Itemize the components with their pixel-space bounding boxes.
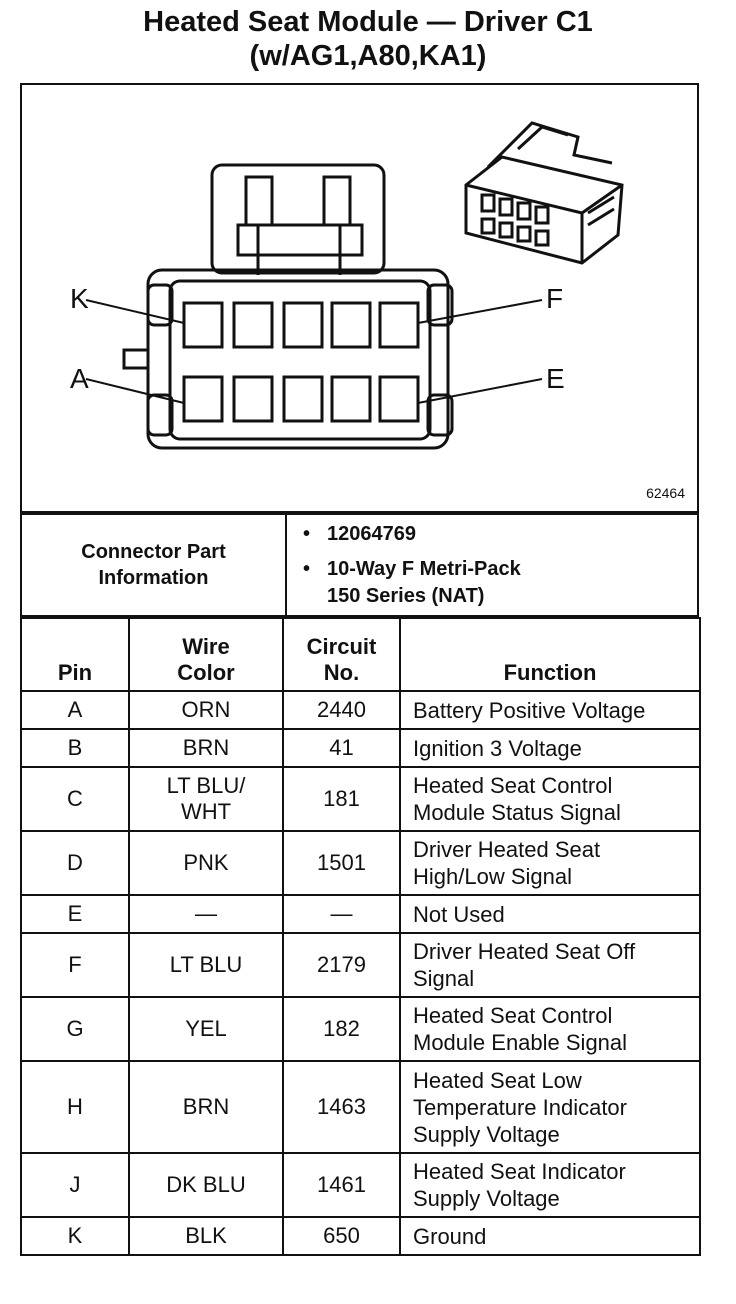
pin-cell: A <box>20 690 130 730</box>
circuit-cell: 41 <box>282 728 401 768</box>
pin-label-k: K <box>70 283 89 314</box>
pin-cell: K <box>20 1216 130 1256</box>
wire-color-cell: YEL <box>128 996 284 1062</box>
circuit-cell: 650 <box>282 1216 401 1256</box>
wire-color-cell: LT BLU <box>128 932 284 998</box>
header-function: Function <box>399 617 701 692</box>
pin-cell: D <box>20 830 130 896</box>
connector-drawing <box>85 121 624 450</box>
function-cell: Not Used <box>399 894 701 934</box>
wire-color-cell: BLK <box>128 1216 284 1256</box>
pin-label-f: F <box>546 283 564 314</box>
function-cell: Battery Positive Voltage <box>399 690 701 730</box>
wire-color-cell: BRN <box>128 728 284 768</box>
circuit-cell: 2440 <box>282 690 401 730</box>
circuit-cell: — <box>282 894 401 934</box>
pin-row: E——Not Used <box>20 894 701 934</box>
header-pin: Pin <box>20 617 130 692</box>
figure-number: 62464 <box>646 485 685 501</box>
pin-label-a: A <box>70 363 89 394</box>
pin-cell: J <box>20 1152 130 1218</box>
connector-info-values: 12064769 10-Way F Metri-Pack 150 Series … <box>285 513 699 617</box>
wire-color-cell: — <box>128 894 284 934</box>
circuit-cell: 1461 <box>282 1152 401 1218</box>
pin-cell: C <box>20 766 130 832</box>
connector-info-label: Connector Part Information <box>20 513 287 617</box>
connector-series: 150 Series (NAT) <box>327 584 485 607</box>
wire-color-cell: DK BLU <box>128 1152 284 1218</box>
connector-info-table: Connector Part Information 12064769 10-W… <box>20 513 699 617</box>
pin-label-e: E <box>546 363 565 394</box>
connector-description: 10-Way F Metri-Pack <box>303 556 696 583</box>
connector-diagram: K F A E 62464 <box>20 83 699 513</box>
pin-cell: G <box>20 996 130 1062</box>
part-number: 12064769 <box>303 521 696 548</box>
pin-cell: F <box>20 932 130 998</box>
circuit-cell: 181 <box>282 766 401 832</box>
circuit-cell: 1463 <box>282 1060 401 1154</box>
function-cell: Ignition 3 Voltage <box>399 728 701 768</box>
pin-cell: E <box>20 894 130 934</box>
wire-color-cell: ORN <box>128 690 284 730</box>
pin-cell: B <box>20 728 130 768</box>
title-line-1: Heated Seat Module — Driver C1 <box>143 6 593 38</box>
wire-color-cell: BRN <box>128 1060 284 1154</box>
pin-cell: H <box>20 1060 130 1154</box>
circuit-cell: 2179 <box>282 932 401 998</box>
circuit-cell: 182 <box>282 996 401 1062</box>
wire-color-cell: PNK <box>128 830 284 896</box>
circuit-cell: 1501 <box>282 830 401 896</box>
function-cell: Ground <box>399 1216 701 1256</box>
wire-color-cell: LT BLU/WHT <box>128 766 284 832</box>
title-line-2: (w/AG1,A80,KA1) <box>249 40 487 72</box>
